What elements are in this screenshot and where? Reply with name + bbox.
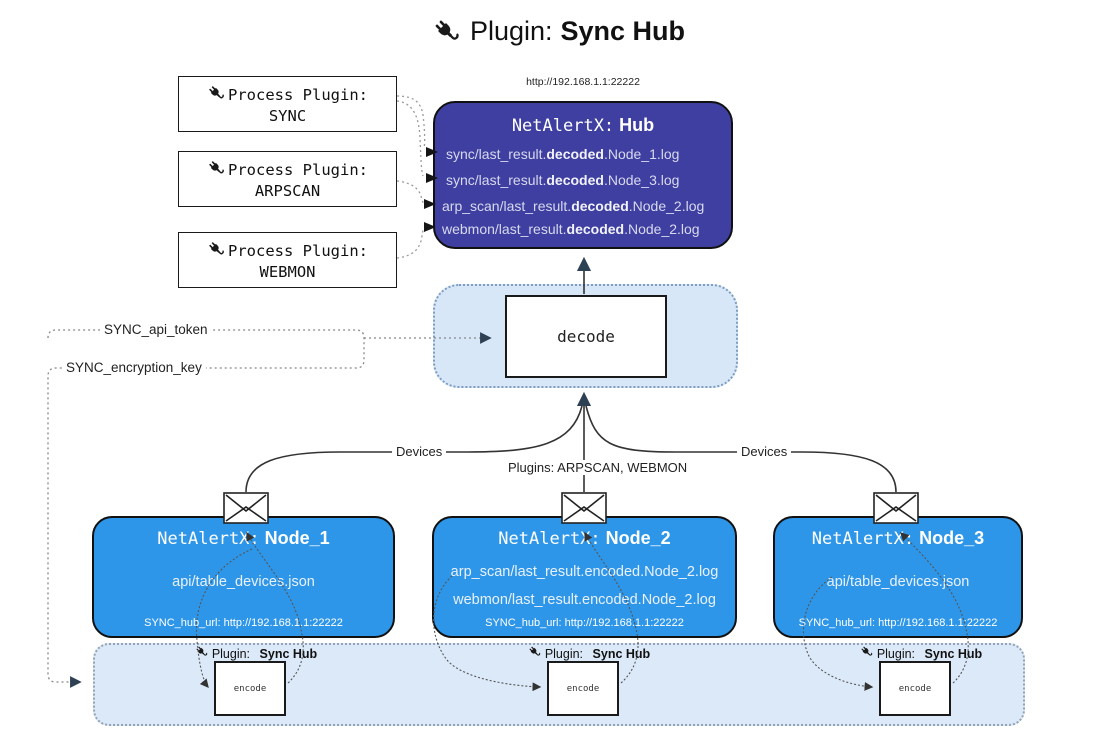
- node-hub-url: SYNC_hub_url: http://192.168.1.1:22222: [798, 617, 998, 629]
- plug-icon: [207, 84, 226, 107]
- node-line: api/table_devices.json: [172, 574, 315, 590]
- hub-title-name: Hub: [619, 115, 655, 135]
- encoder-label-2: Plugin: Sync Hub: [528, 645, 650, 662]
- process-plugin-name: ARPSCAN: [254, 181, 321, 200]
- hub-title-prefix: NetAlertX:: [511, 116, 615, 136]
- plug-icon: [860, 645, 874, 662]
- node-hub-url: SYNC_hub_url: http://192.168.1.1:22222: [485, 617, 684, 629]
- hub-log-line: arp_scan/last_result.decoded.Node_2.log: [442, 198, 705, 214]
- process-plugin-arpscan[interactable]: Process Plugin: ARPSCAN: [178, 151, 397, 207]
- node-title: NetAlertX:Node_1: [157, 528, 330, 549]
- edge-label-plugins: Plugins: ARPSCAN, WEBMON: [504, 460, 692, 475]
- node-line: arp_scan/last_result.encoded.Node_2.log: [450, 564, 719, 580]
- plug-icon: [528, 645, 542, 662]
- sync-api-token-label: SYNC_api_token: [100, 322, 212, 337]
- page-title-name: Sync Hub: [560, 16, 686, 46]
- process-plugin-name: SYNC: [268, 106, 307, 125]
- node-2[interactable]: NetAlertX:Node_2 arp_scan/last_result.en…: [432, 516, 737, 638]
- sync-encryption-key-label: SYNC_encryption_key: [62, 360, 206, 375]
- process-plugin-sync[interactable]: Process Plugin: SYNC: [178, 76, 397, 132]
- node-title: NetAlertX:Node_2: [498, 528, 671, 549]
- plug-icon: [207, 159, 226, 182]
- page-title-prefix: Plugin:: [469, 16, 553, 46]
- plugin-hub-wires: [396, 95, 426, 259]
- decode-step[interactable]: decode: [505, 295, 667, 378]
- hub-node[interactable]: NetAlertX:Hub sync/last_result.decoded.N…: [433, 101, 733, 249]
- hub-log-line: sync/last_result.decoded.Node_3.log: [446, 172, 680, 188]
- node-1[interactable]: NetAlertX:Node_1 api/table_devices.json …: [92, 516, 395, 638]
- node-title: NetAlertX:Node_3: [811, 528, 985, 549]
- process-plugin-name: WEBMON: [259, 262, 316, 281]
- hub-log-line: sync/last_result.decoded.Node_1.log: [446, 146, 680, 162]
- node-3[interactable]: NetAlertX:Node_3 api/table_devices.json …: [773, 516, 1023, 638]
- node-to-decode-wires: [245, 391, 897, 493]
- encode-step-1[interactable]: encode: [214, 661, 286, 716]
- plug-icon: [195, 645, 209, 662]
- encoder-label-3: Plugin: Sync Hub: [860, 645, 982, 662]
- encoder-label-1: Plugin: Sync Hub: [195, 645, 317, 662]
- edge-label-devices-left: Devices: [392, 444, 447, 459]
- process-plugin-webmon[interactable]: Process Plugin: WEBMON: [178, 232, 397, 288]
- plug-icon: [207, 240, 226, 263]
- node-line: api/table_devices.json: [826, 574, 970, 590]
- node-line: webmon/last_result.encoded.Node_2.log: [453, 592, 716, 608]
- node-hub-url: SYNC_hub_url: http://192.168.1.1:22222: [144, 617, 343, 629]
- encode-step-2[interactable]: encode: [547, 661, 619, 716]
- hub-log-line: webmon/last_result.decoded.Node_2.log: [442, 221, 700, 237]
- hub-url-label: http://192.168.1.1:22222: [526, 76, 640, 88]
- encode-step-3[interactable]: encode: [879, 661, 951, 716]
- plug-icon: [432, 17, 462, 47]
- page-title: Plugin: Sync Hub: [0, 16, 1117, 47]
- hub-title: NetAlertX:Hub: [435, 115, 731, 136]
- edge-label-devices-right: Devices: [737, 444, 792, 459]
